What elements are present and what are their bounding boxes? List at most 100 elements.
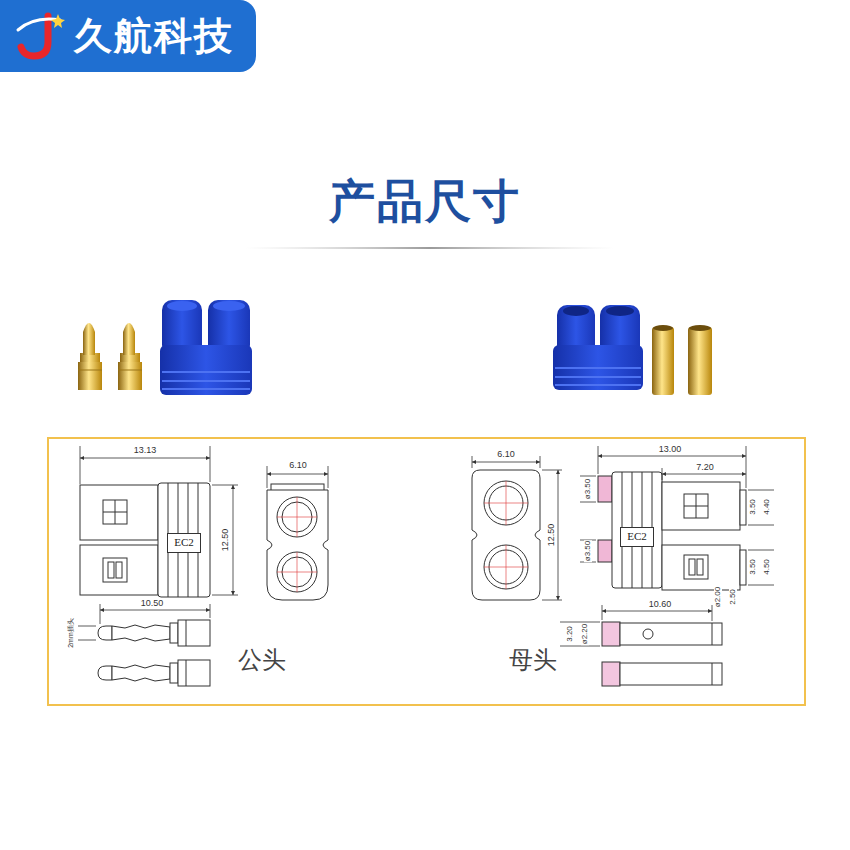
dimension-line bbox=[748, 525, 774, 526]
male-side-view bbox=[103, 558, 127, 582]
dimension-label: 10.50 bbox=[140, 599, 165, 608]
dimension-line bbox=[267, 466, 268, 488]
dimension-line bbox=[748, 490, 774, 491]
male-side-view bbox=[103, 500, 127, 524]
dimension-label: ø3.50 bbox=[584, 540, 592, 562]
male-pin-drawing bbox=[78, 640, 96, 641]
male-pin-drawing bbox=[170, 623, 178, 643]
female-side-view bbox=[689, 559, 695, 575]
drawing-panel bbox=[48, 438, 805, 705]
dimension-line bbox=[212, 595, 238, 596]
dimension-line bbox=[598, 456, 746, 457]
dimension-label: 12.50 bbox=[221, 528, 230, 553]
page-title: 产品尺寸 bbox=[0, 176, 850, 227]
female-side-view bbox=[684, 555, 708, 579]
female-front-view bbox=[506, 481, 507, 525]
dimension-line bbox=[748, 585, 774, 586]
dimension-label: 12.50 bbox=[547, 523, 556, 548]
female-side-view bbox=[598, 472, 746, 590]
male-front-view bbox=[277, 552, 317, 592]
female-photo bbox=[653, 325, 673, 331]
dimension-line bbox=[233, 485, 234, 595]
female-pin-drawing bbox=[712, 623, 713, 645]
female-side-view bbox=[740, 490, 746, 525]
male-pin-drawing bbox=[186, 660, 187, 686]
dimension-line bbox=[580, 502, 596, 503]
female-photo bbox=[553, 305, 712, 395]
dimension-line bbox=[472, 462, 540, 463]
brand-name: 久航科技 bbox=[74, 11, 234, 62]
male-pin-drawing bbox=[178, 620, 210, 646]
female-photo bbox=[606, 306, 634, 316]
model-label: EC2 bbox=[174, 536, 194, 549]
dimension-line bbox=[267, 474, 328, 475]
male-photo bbox=[123, 323, 135, 355]
female-photo bbox=[555, 367, 641, 369]
male-pin-drawing bbox=[112, 625, 170, 641]
male-photo bbox=[118, 362, 142, 390]
female-front-view bbox=[506, 545, 507, 589]
female-pin-drawing bbox=[602, 662, 722, 686]
dimension-label: 4.50 bbox=[763, 558, 771, 576]
female-pin-drawing bbox=[602, 622, 620, 646]
female-pin-drawing bbox=[643, 629, 653, 639]
dimension-line bbox=[746, 446, 747, 488]
dimension-line bbox=[542, 600, 562, 601]
female-front-view bbox=[472, 470, 540, 600]
dimension-line bbox=[602, 605, 603, 620]
male-side-view bbox=[80, 483, 210, 597]
brand-icon bbox=[12, 8, 68, 64]
male-photo bbox=[162, 371, 250, 373]
male-side-view bbox=[108, 562, 114, 578]
dimension-line bbox=[542, 470, 562, 471]
dimension-label: 7.20 bbox=[695, 463, 715, 472]
female-photo bbox=[689, 325, 711, 331]
model-label: EC2 bbox=[627, 530, 647, 543]
pin-note: 2mm插头 bbox=[67, 617, 74, 649]
male-pin-drawing bbox=[178, 660, 210, 686]
female-side-view bbox=[684, 494, 708, 518]
dimension-line bbox=[712, 605, 713, 621]
dimension-line bbox=[602, 611, 712, 612]
dimension-line bbox=[558, 470, 559, 600]
dimension-line bbox=[662, 474, 746, 475]
female-pin-drawing bbox=[712, 663, 713, 685]
male-side-view bbox=[158, 483, 210, 597]
male-photo bbox=[78, 370, 102, 371]
dimension-label: 3.50 bbox=[749, 558, 757, 576]
dimension-label: ø3.50 bbox=[584, 478, 592, 500]
female-side-view bbox=[612, 472, 662, 588]
male-front-view bbox=[297, 497, 298, 537]
female-side-view bbox=[740, 550, 746, 585]
dimension-label: 6.10 bbox=[288, 461, 308, 470]
female-front-view bbox=[484, 545, 528, 589]
male-front-view bbox=[297, 552, 298, 592]
brand-badge: 久航科技 bbox=[0, 0, 256, 72]
male-pin-drawing bbox=[78, 620, 210, 686]
dimension-label: 2.50 bbox=[729, 588, 737, 606]
male-front-view bbox=[277, 497, 317, 537]
dimension-label: 13.00 bbox=[658, 445, 683, 454]
male-photo bbox=[160, 345, 252, 395]
male-photo bbox=[213, 301, 245, 311]
dimension-label: 10.60 bbox=[648, 600, 673, 609]
male-photo bbox=[162, 388, 250, 390]
female-side-view bbox=[684, 506, 708, 507]
male-front-view bbox=[267, 490, 328, 600]
brand-icon bbox=[51, 14, 65, 28]
dimension-label: 13.13 bbox=[133, 446, 158, 455]
female-photo bbox=[688, 327, 712, 395]
dimension-line bbox=[598, 446, 599, 474]
model-label-box: EC2 bbox=[620, 527, 654, 546]
dimension-line bbox=[100, 610, 210, 611]
title-underline bbox=[245, 247, 615, 249]
male-photo bbox=[167, 301, 197, 311]
female-pin-drawing bbox=[602, 622, 722, 686]
female-front-view bbox=[484, 481, 528, 525]
dimension-line bbox=[212, 485, 238, 486]
male-pin-drawing bbox=[170, 663, 178, 683]
male-photo bbox=[118, 323, 142, 390]
dimension-label: 6.10 bbox=[496, 450, 516, 459]
dimension-line bbox=[328, 466, 329, 488]
